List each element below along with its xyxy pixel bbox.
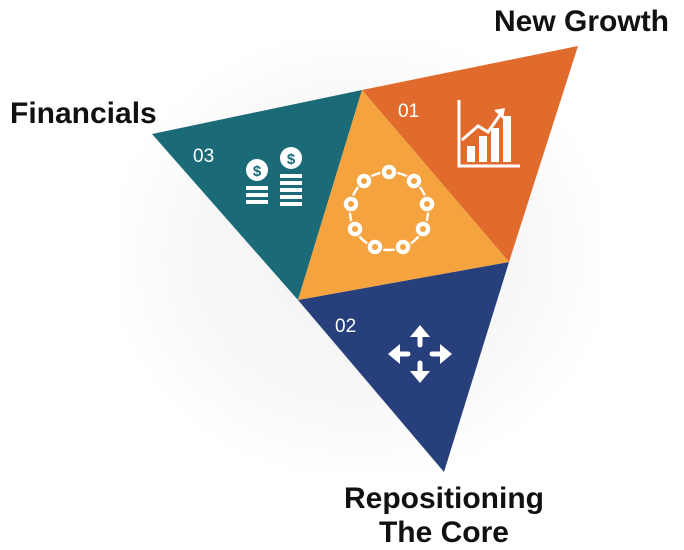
- label-repositioning-line1: Repositioning: [344, 482, 544, 515]
- segment-number-02: 02: [335, 316, 356, 337]
- segment-repositioning: [298, 262, 509, 472]
- svg-text:$: $: [253, 163, 262, 180]
- growth-chart-icon: [457, 100, 520, 168]
- label-financials: Financials: [10, 97, 157, 130]
- expand-arrows-icon: [388, 325, 452, 383]
- segment-number-01: 01: [398, 101, 419, 122]
- cycle-ring-icon: [342, 163, 436, 256]
- label-new-growth: New Growth: [494, 5, 670, 38]
- dollar-coins-icon: $ $: [246, 147, 302, 206]
- center-triangle: [298, 90, 509, 300]
- label-repositioning-the-core: Repositioning The Core: [344, 482, 544, 550]
- label-repositioning-line2: The Core: [378, 516, 509, 549]
- segment-number-03: 03: [193, 146, 214, 167]
- svg-text:$: $: [287, 151, 296, 168]
